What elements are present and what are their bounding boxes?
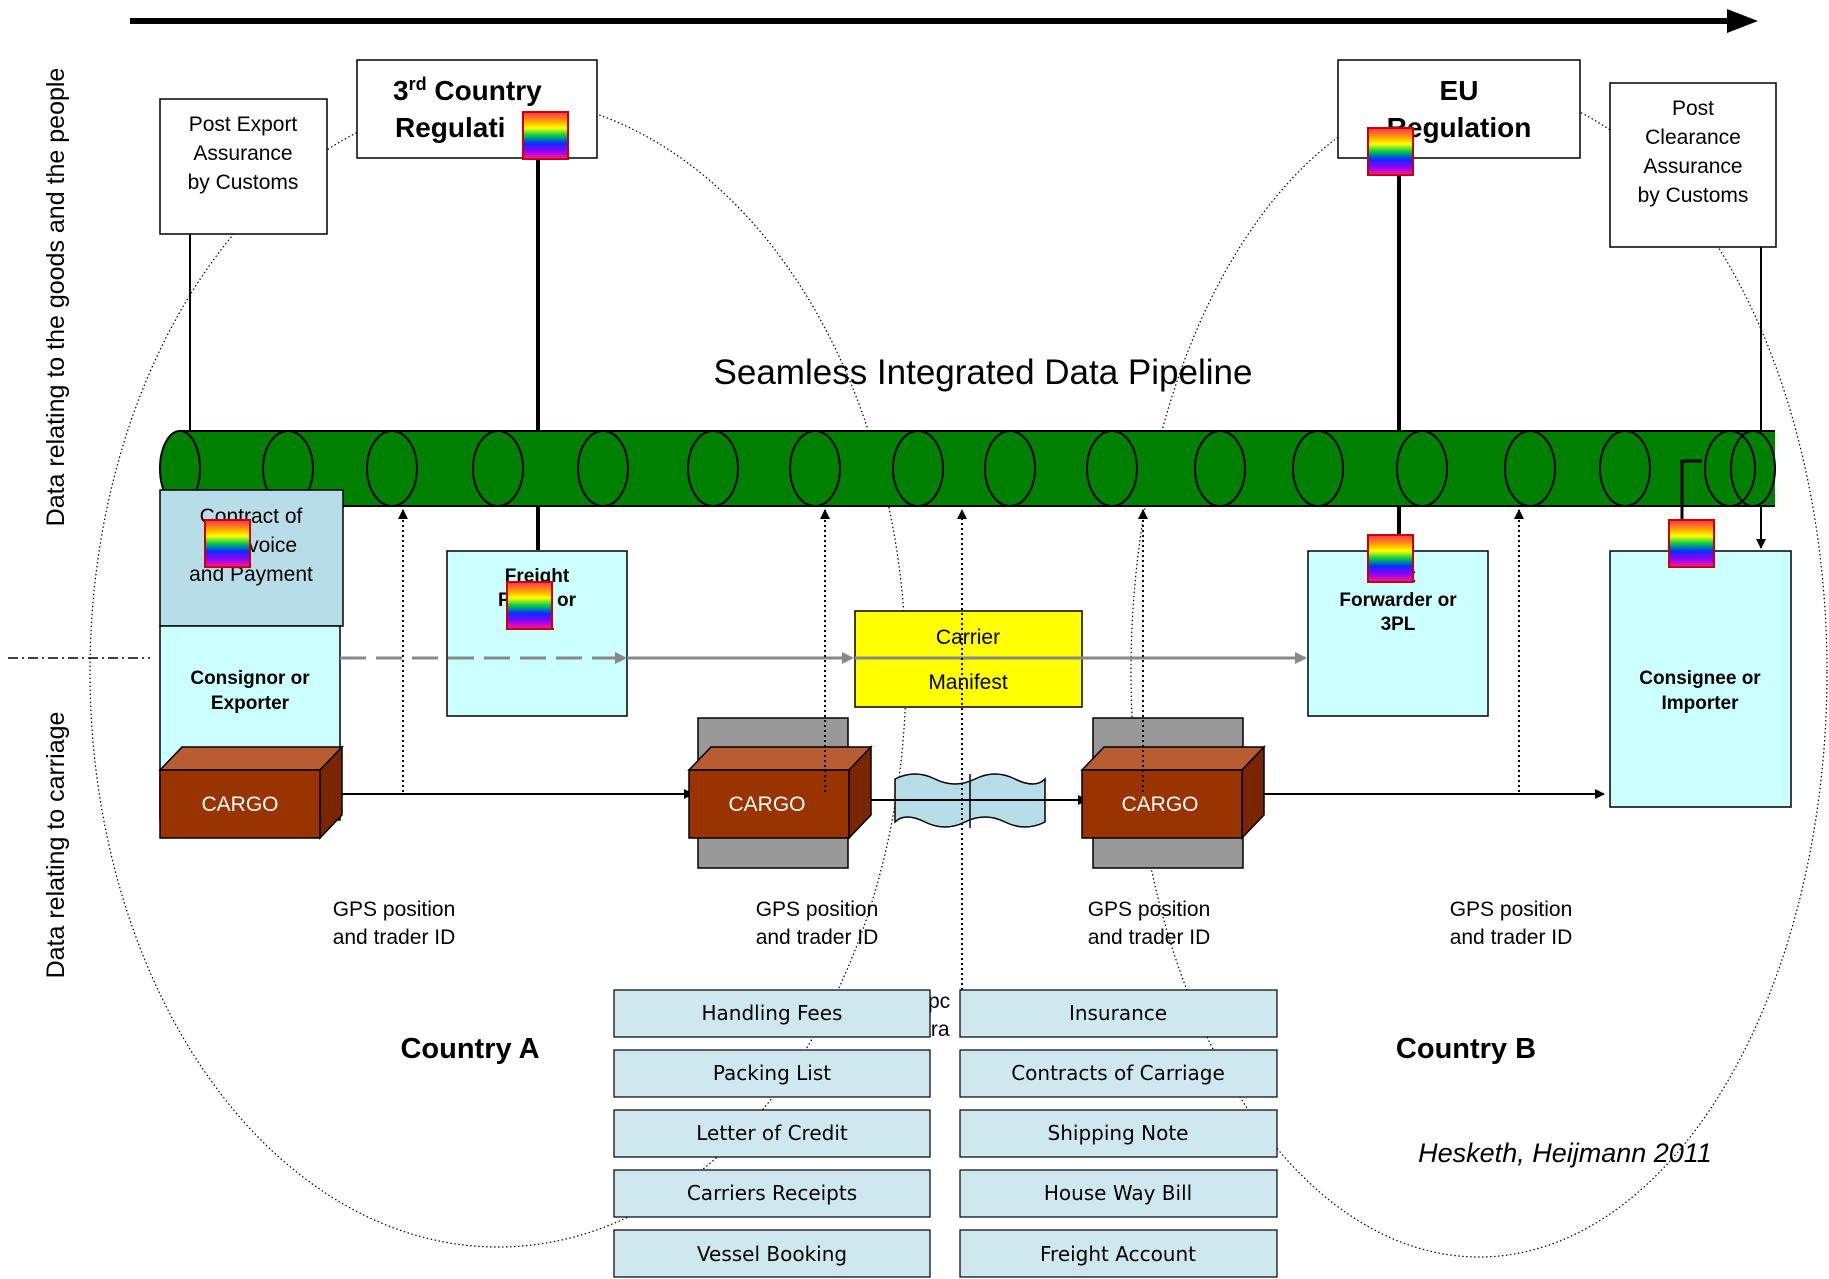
author-credit: Hesketh, Heijmann 2011	[1418, 1138, 1712, 1168]
svg-text:CARGO: CARGO	[201, 793, 278, 816]
svg-text:Vessel Booking: Vessel Booking	[697, 1242, 847, 1266]
country-a-label: Country A	[400, 1033, 539, 1065]
svg-text:CARGO: CARGO	[1121, 793, 1198, 816]
data-marker-icon	[204, 519, 251, 568]
cargo-box-2: CARGO	[687, 745, 873, 840]
svg-text:3rd Country: 3rd Country	[393, 74, 542, 106]
document-handling-fees: Handling Fees	[613, 989, 931, 1038]
cargo-box-3: CARGO	[1080, 745, 1266, 840]
svg-text:Packing List: Packing List	[713, 1061, 831, 1085]
data-marker-icon	[522, 111, 569, 160]
country-b-ellipse	[1130, 86, 1828, 1258]
document-letter-of-credit: Letter of Credit	[613, 1109, 931, 1158]
gps-data-arrows	[398, 509, 1524, 990]
cargo-box-1: CARGO	[158, 745, 344, 840]
document-vessel-booking: Vessel Booking	[613, 1229, 931, 1278]
svg-text:Regulati: Regulati	[395, 112, 505, 143]
svg-text:Insurance: Insurance	[1069, 1001, 1167, 1025]
svg-text:Handling Fees: Handling Fees	[702, 1001, 843, 1025]
data-pipeline	[159, 430, 1776, 507]
svg-text:EU: EU	[1440, 75, 1479, 106]
data-marker-icon	[1668, 519, 1715, 568]
timeline-arrow	[130, 9, 1758, 33]
svg-text:Freight Account: Freight Account	[1040, 1242, 1196, 1266]
side-label-goods-people: Data relating to the goods and the peopl…	[42, 68, 70, 527]
data-marker-icon	[506, 581, 553, 630]
document-carriers-receipts: Carriers Receipts	[613, 1169, 931, 1218]
svg-text:Shipping Note: Shipping Note	[1048, 1121, 1189, 1145]
document-house-way-bill: House Way Bill	[959, 1169, 1278, 1218]
svg-text:House Way Bill: House Way Bill	[1044, 1181, 1192, 1205]
svg-text:Letter of Credit: Letter of Credit	[696, 1121, 848, 1145]
data-marker-icon	[1367, 534, 1414, 583]
country-b-label: Country B	[1396, 1033, 1536, 1065]
side-label-carriage: Data relating to carriage	[42, 712, 70, 979]
svg-text:CARGO: CARGO	[728, 793, 805, 816]
svg-text:Contracts of Carriage: Contracts of Carriage	[1011, 1061, 1225, 1085]
document-shipping-note: Shipping Note	[959, 1109, 1278, 1158]
document-freight-account: Freight Account	[959, 1229, 1278, 1278]
data-marker-icons	[204, 111, 1715, 630]
pipeline-title: Seamless Integrated Data Pipeline	[714, 353, 1253, 392]
svg-text:Carriers Receipts: Carriers Receipts	[687, 1181, 857, 1205]
document-insurance: Insurance	[959, 989, 1278, 1038]
data-marker-icon	[1367, 127, 1414, 176]
document-packing-list: Packing List	[613, 1049, 931, 1098]
document-contracts-of-carriage: Contracts of Carriage	[959, 1049, 1278, 1098]
